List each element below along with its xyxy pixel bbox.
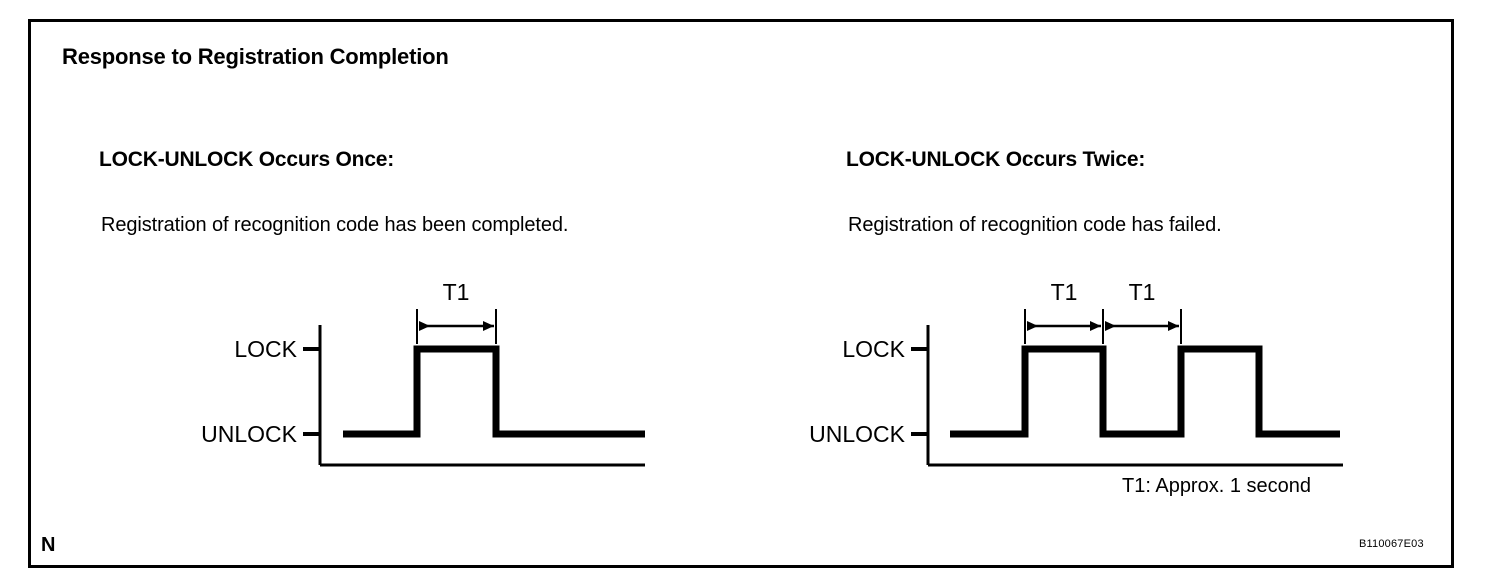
section-heading-lock-unlock-once: LOCK-UNLOCK Occurs Once: — [99, 148, 395, 171]
section-description-lock-unlock-once: Registration of recognition code has bee… — [101, 214, 569, 236]
section-heading-lock-unlock-twice: LOCK-UNLOCK Occurs Twice: — [846, 148, 1146, 171]
diagram-frame — [28, 19, 1454, 568]
page-title: Response to Registration Completion — [62, 44, 449, 69]
document-code: B110067E03 — [1359, 538, 1424, 550]
corner-marker: N — [41, 534, 56, 556]
section-description-lock-unlock-twice: Registration of recognition code has fai… — [848, 214, 1222, 236]
t1-footnote: T1: Approx. 1 second — [1122, 475, 1312, 497]
